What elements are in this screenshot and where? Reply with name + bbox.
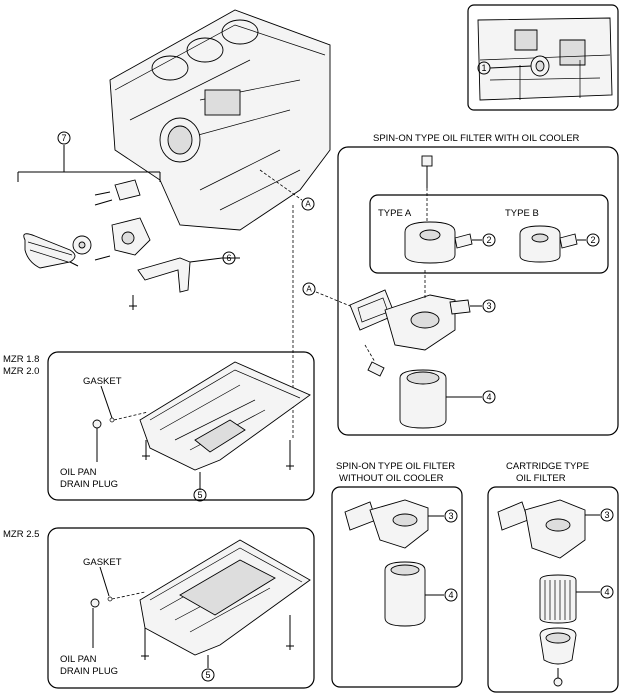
callout-2b: 2 (586, 233, 600, 247)
inset-engine-view (467, 4, 619, 111)
callout-4a: 4 (482, 390, 496, 404)
callout-2a: 2 (482, 233, 496, 247)
label-drain-plug-upper-1: OIL PAN (60, 467, 97, 478)
svg-text:A: A (305, 200, 311, 209)
svg-text:3: 3 (448, 511, 453, 521)
svg-text:A: A (306, 285, 312, 294)
callout-6: 6 (222, 251, 236, 265)
svg-text:4: 4 (604, 587, 609, 597)
svg-text:4: 4 (486, 392, 491, 402)
svg-text:7: 7 (61, 133, 66, 143)
callout-3a: 3 (482, 299, 496, 313)
svg-text:4: 4 (448, 590, 453, 600)
svg-text:5: 5 (197, 490, 202, 500)
ref-marker-a-lower: A (302, 282, 316, 296)
callout-4c: 4 (600, 585, 614, 599)
heading-cartridge-line1: CARTRIDGE TYPE (506, 461, 589, 472)
label-drain-plug-lower-2: DRAIN PLUG (60, 666, 118, 677)
heading-cartridge-line2: OIL FILTER (516, 473, 566, 484)
callout-3b: 3 (444, 509, 458, 523)
label-type-a: TYPE A (378, 208, 412, 219)
label-drain-plug-lower-1: OIL PAN (60, 654, 97, 665)
callout-5a: 5 (193, 488, 207, 502)
label-mzr-25: MZR 2.5 (3, 529, 39, 540)
heading-spin-on-without-cooler-line1: SPIN-ON TYPE OIL FILTER (336, 461, 455, 472)
callout-4b: 4 (444, 588, 458, 602)
callout-7: 7 (57, 131, 71, 145)
heading-spin-on-without-cooler-line2: WITHOUT OIL COOLER (339, 473, 444, 484)
svg-text:2: 2 (486, 235, 491, 245)
heading-spin-on-with-cooler: SPIN-ON TYPE OIL FILTER WITH OIL COOLER (373, 133, 580, 144)
label-mzr-18: MZR 1.8 (3, 354, 39, 365)
label-drain-plug-upper-2: DRAIN PLUG (60, 479, 118, 490)
label-gasket-upper: GASKET (83, 376, 122, 387)
ref-marker-a-upper: A (301, 197, 315, 211)
label-type-b: TYPE B (505, 208, 539, 219)
cylinder-block (109, 9, 331, 231)
mzr18-oil-pan-group (47, 351, 315, 501)
callout-5b: 5 (201, 668, 215, 682)
callout-3c: 3 (600, 508, 614, 522)
callout-1: 1 (477, 61, 491, 75)
svg-text:3: 3 (486, 301, 491, 311)
svg-text:2: 2 (590, 235, 595, 245)
svg-text:6: 6 (226, 253, 231, 263)
svg-text:5: 5 (205, 670, 210, 680)
cartridge-filter-group (487, 486, 619, 693)
svg-text:3: 3 (604, 510, 609, 520)
mzr25-oil-pan-group (47, 527, 315, 689)
label-gasket-lower: GASKET (83, 557, 122, 568)
oil-pump-assembly (17, 145, 223, 310)
spin-on-with-cooler-group (337, 146, 619, 436)
svg-text:1: 1 (481, 63, 486, 73)
spin-on-without-cooler-group (331, 486, 463, 688)
label-mzr-20: MZR 2.0 (3, 366, 39, 377)
